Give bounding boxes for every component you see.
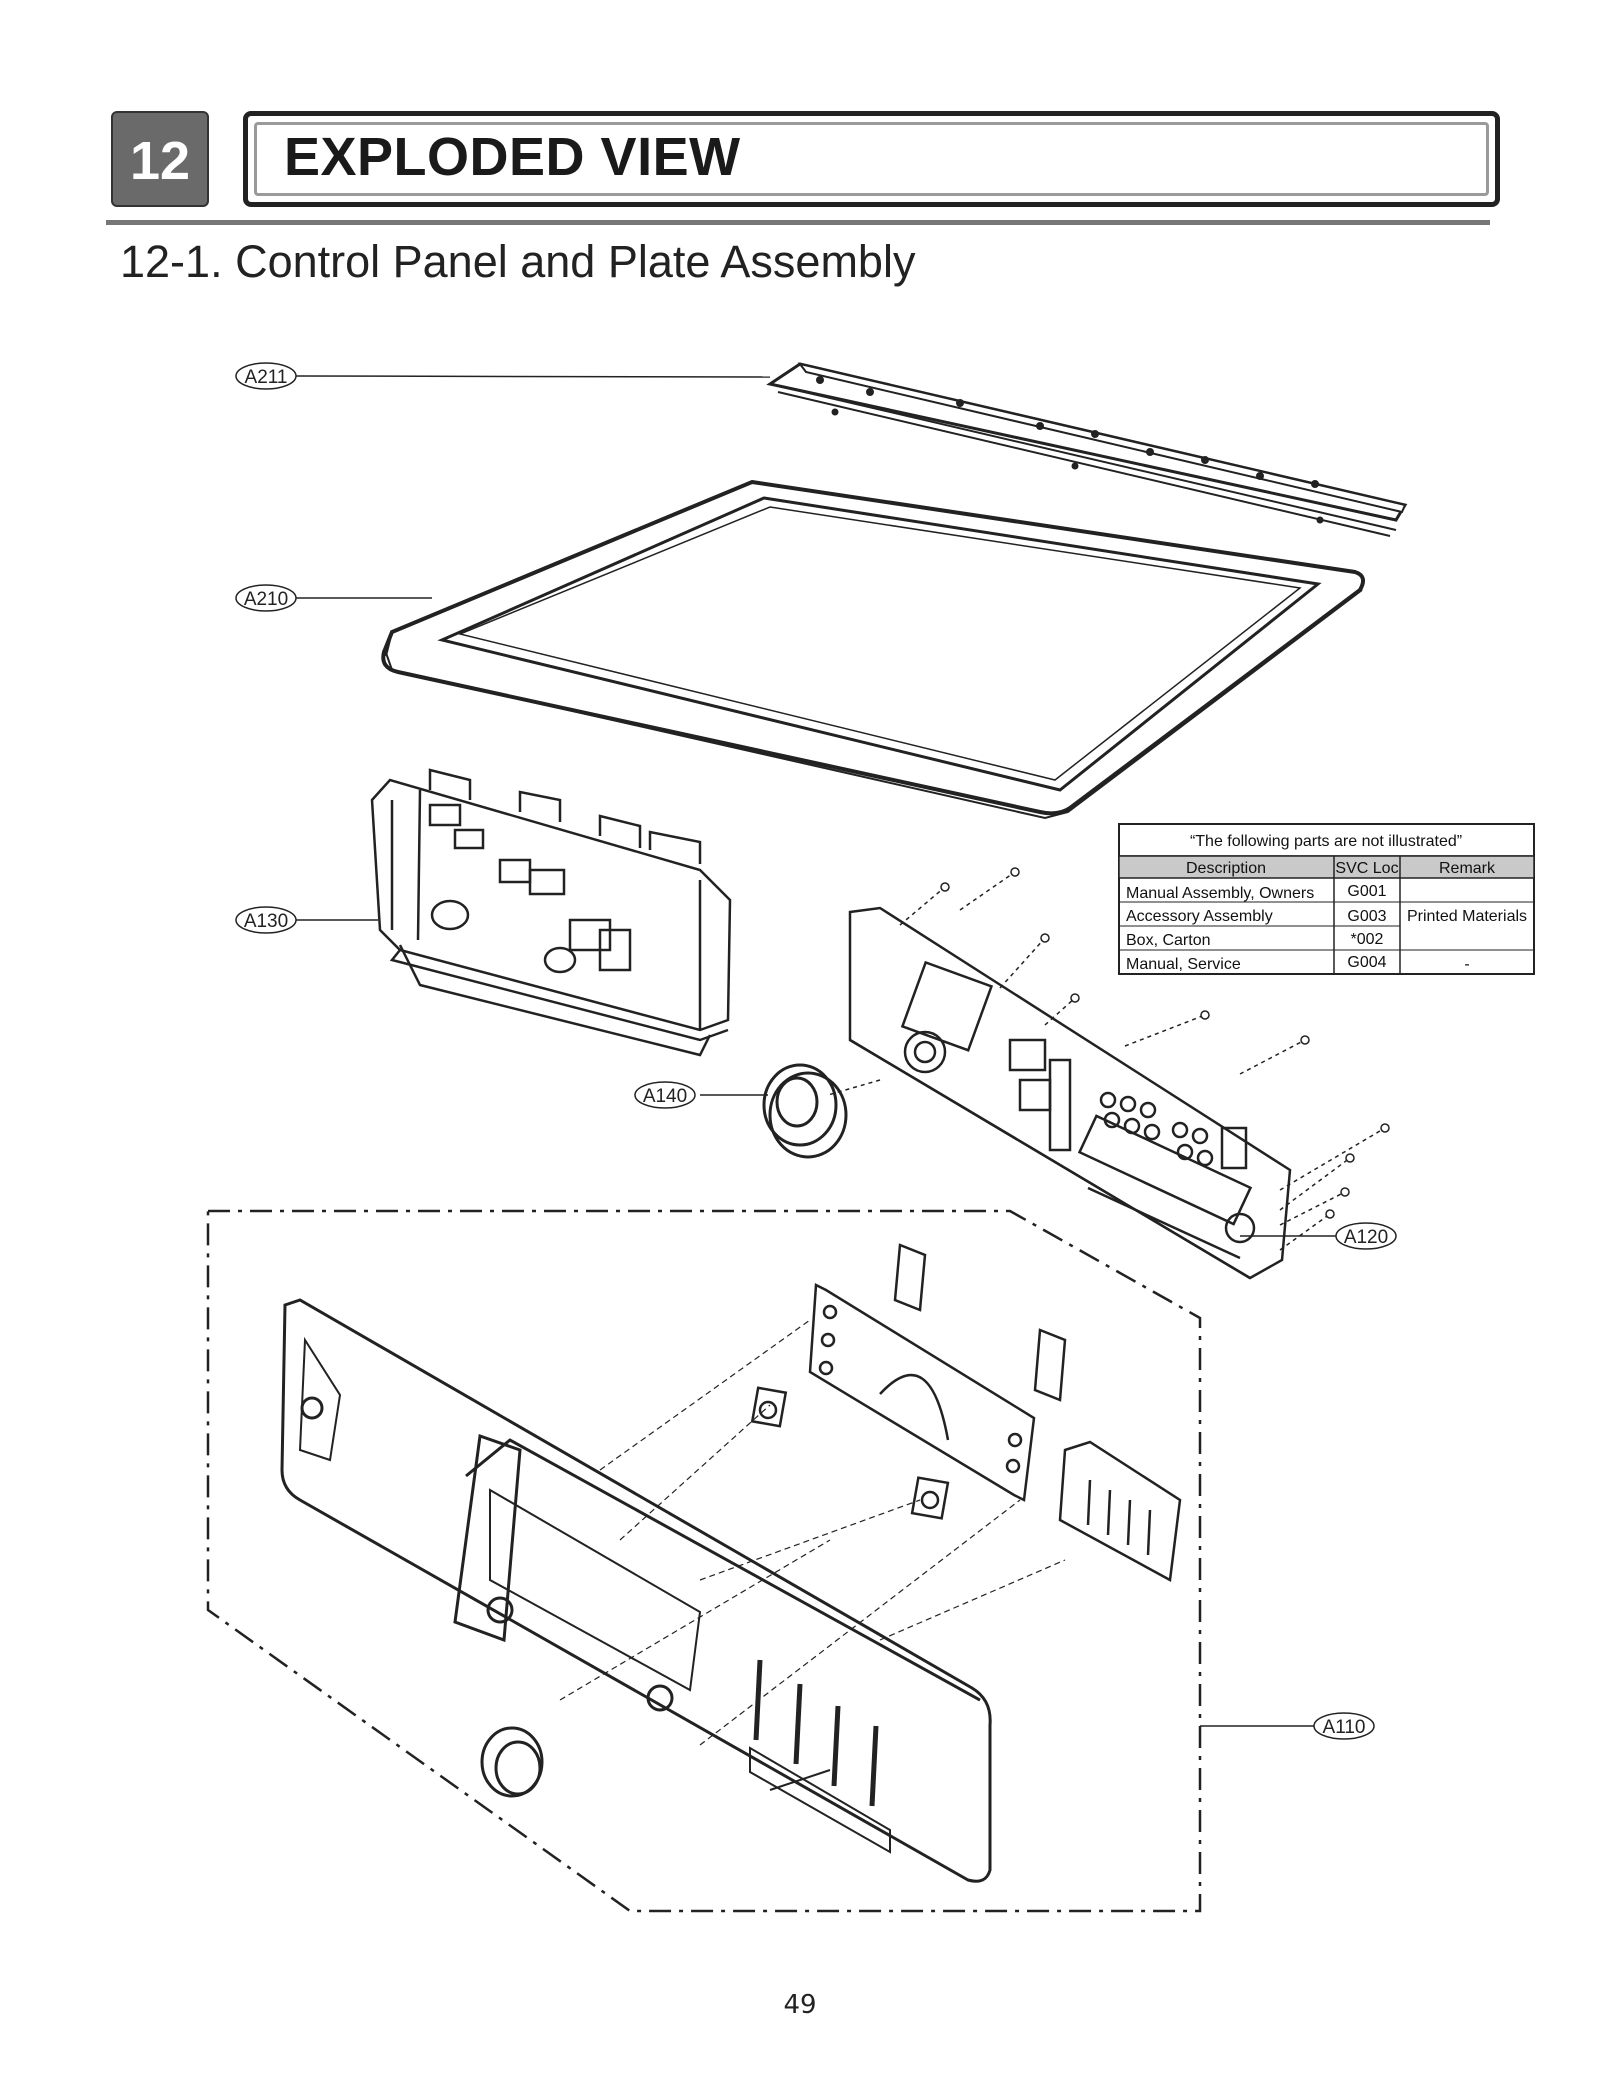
table-cell-loc-0: G001: [1347, 883, 1386, 900]
table-cell-desc-1: Accessory Assembly: [1126, 908, 1273, 925]
svg-text:A210: A210: [244, 589, 288, 610]
pcb-assembly-part: [848, 906, 1292, 1280]
svg-text:A211: A211: [245, 367, 288, 388]
front-panel-part: [280, 1298, 992, 1883]
table-header-remark: Remark: [1439, 860, 1496, 877]
page-number: 49: [783, 1990, 817, 2020]
table-cell-desc-0: Manual Assembly, Owners: [1126, 885, 1314, 902]
svg-text:A120: A120: [1344, 1227, 1388, 1248]
table-header-description: Description: [1186, 860, 1266, 877]
table-cell-loc-3: G004: [1347, 954, 1386, 971]
callout-a210: A210: [235, 584, 297, 612]
control-housing-part: [370, 768, 732, 1057]
section-number: 12: [111, 111, 209, 207]
callout-a110: A110: [1313, 1712, 1375, 1740]
screw-heads: [940, 867, 1390, 1219]
svg-text:A140: A140: [643, 1086, 687, 1107]
svg-text:A130: A130: [244, 911, 288, 932]
callout-a120: A120: [1335, 1222, 1397, 1250]
section-title: EXPLODED VIEW: [284, 127, 741, 187]
table-cell-remark-3: -: [1464, 956, 1469, 973]
knob-part: [762, 1063, 848, 1159]
not-illustrated-table: “The following parts are not illustrated…: [1118, 823, 1535, 975]
table-cell-loc-1: G003: [1347, 908, 1386, 925]
section-title-box: EXPLODED VIEW: [243, 111, 1500, 207]
screws: [827, 871, 1386, 1251]
table-cell-desc-3: Manual, Service: [1126, 956, 1241, 973]
top-plate-part: [381, 479, 1366, 820]
table-header-svc-loc: SVC Loc: [1335, 860, 1398, 877]
callout-a140: A140: [634, 1081, 696, 1109]
rail-part: [766, 362, 1408, 537]
front-panel-guide-lines: [559, 1319, 1066, 1746]
page-subtitle: 12-1. Control Panel and Plate Assembly: [120, 236, 916, 287]
table-cell-loc-2: *002: [1351, 931, 1384, 948]
assembly-boundary: [206, 1209, 1202, 1913]
callouts: A211 A210 A130 A140 A120 A110: [235, 362, 1397, 1740]
callout-a211: A211: [235, 362, 297, 390]
svg-text:A110: A110: [1323, 1717, 1366, 1738]
leader-lines: [295, 375, 1336, 1727]
callout-a130: A130: [235, 906, 297, 934]
table-cell-desc-2: Box, Carton: [1126, 932, 1210, 949]
table-caption: “The following parts are not illustrated…: [1190, 833, 1462, 850]
header-rule: [106, 220, 1490, 225]
table-cell-remark-1: Printed Materials: [1407, 908, 1527, 925]
front-panel-subparts: [750, 1243, 1182, 1582]
section-title-inner-border: [254, 122, 1489, 196]
